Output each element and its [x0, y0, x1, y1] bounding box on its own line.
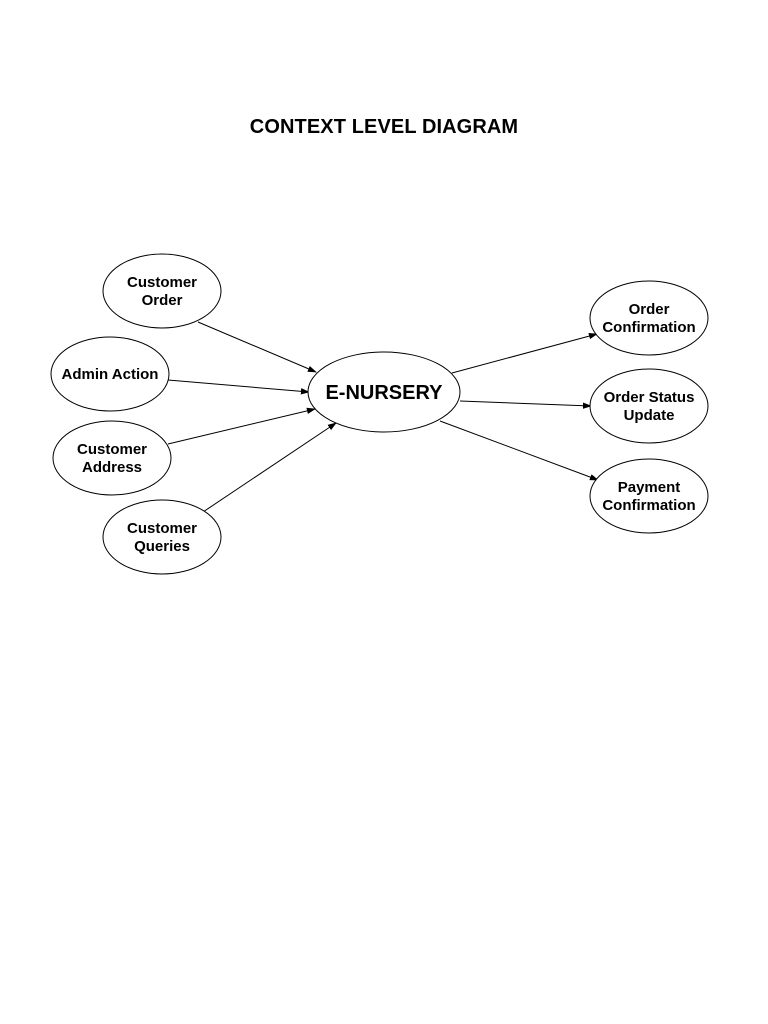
node-admin-action-ellipse: [50, 336, 170, 412]
arrow-customer-order-to-enursery: [197, 321, 317, 373]
node-enursery: E-NURSERY: [307, 351, 461, 433]
node-admin-action-label: Admin Action: [62, 366, 159, 383]
node-customer-order-label: Customer: [127, 274, 197, 291]
node-customer-order-label: Order: [142, 292, 183, 309]
node-enursery-label: E-NURSERY: [325, 382, 443, 404]
arrow-customer-address-to-enursery: [167, 407, 316, 445]
arrow-enursery-to-payment-confirmation: [439, 420, 599, 481]
node-customer-address-ellipse: [52, 420, 172, 496]
node-customer-queries-label: Queries: [134, 538, 190, 555]
node-customer-address-label: Customer: [77, 441, 147, 458]
node-order-status-update-label: Order Status: [604, 389, 695, 406]
node-payment-confirmation-label: Payment: [618, 479, 681, 496]
node-payment-confirmation-label: Confirmation: [602, 497, 695, 514]
arrow-enursery-to-order-confirmation: [451, 333, 598, 374]
node-customer-queries-ellipse: [102, 499, 222, 575]
node-order-confirmation-ellipse: [589, 280, 709, 356]
node-order-status-update-label: Update: [624, 407, 675, 424]
arrow-admin-action-to-enursery: [167, 379, 310, 395]
node-order-confirmation-label: Confirmation: [602, 319, 695, 336]
flow-arrows: [167, 321, 599, 513]
node-order-status-update-ellipse: [589, 368, 709, 444]
node-admin-action: Admin Action: [50, 336, 170, 412]
node-customer-queries-label: Customer: [127, 520, 197, 537]
node-payment-confirmation-ellipse: [589, 458, 709, 534]
node-customer-address-label: Address: [82, 459, 142, 476]
node-customer-order-ellipse: [102, 253, 222, 329]
node-enursery-ellipse: [307, 351, 461, 433]
page-title: CONTEXT LEVEL DIAGRAM: [249, 116, 519, 138]
node-order-confirmation-label: Order: [629, 301, 670, 318]
arrow-enursery-to-order-status-update: [459, 400, 592, 409]
arrow-customer-queries-to-enursery: [202, 422, 337, 513]
